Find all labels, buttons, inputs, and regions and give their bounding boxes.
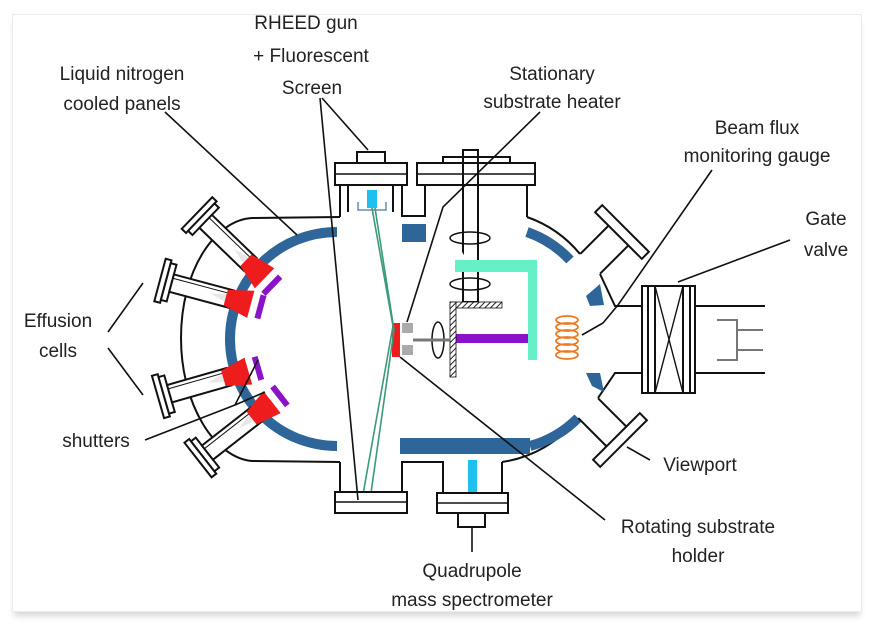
rheed-electron-beam — [361, 207, 395, 501]
substrate-holder — [392, 323, 400, 357]
holder-arm-vertical — [449, 301, 457, 378]
heater-bracket-side — [528, 260, 537, 360]
gate-port-neck — [597, 273, 642, 399]
label-substrate-holder: holder — [672, 546, 725, 567]
label-ln2-panels: Liquid nitrogen — [60, 64, 185, 85]
label-rheed: RHEED gun — [254, 13, 358, 34]
rotation-arrow-icon — [449, 231, 491, 245]
heater-flange-cap — [442, 156, 511, 164]
label-effusion-cells: cells — [39, 341, 77, 362]
substrate-heater — [455, 334, 528, 343]
cryo-panels — [225, 227, 582, 451]
cryo-panel-bottom-bar — [400, 438, 530, 454]
label-qms: Quadrupole — [422, 561, 521, 582]
rheed-gun-cap — [356, 151, 386, 164]
transfer-fork — [717, 319, 763, 361]
cryo-panel-top-block — [402, 224, 426, 242]
chamber-left-outline — [179, 216, 341, 463]
rheed-gun — [367, 190, 377, 208]
viewport-top — [579, 203, 651, 275]
label-viewport: Viewport — [663, 455, 737, 476]
label-shutters: shutters — [62, 431, 130, 452]
label-gate-valve: Gate — [805, 209, 846, 230]
label-flux-gauge: monitoring gauge — [684, 146, 831, 167]
heater-bracket-top — [455, 260, 537, 272]
leader-lines — [107, 97, 791, 552]
holder-block — [402, 345, 413, 355]
label-heater: Stationary — [509, 64, 595, 85]
rotation-arrow-icon — [449, 277, 491, 291]
label-substrate-holder: Rotating substrate — [621, 517, 775, 538]
label-flux-gauge: Beam flux — [715, 118, 800, 139]
label-gate-valve: valve — [804, 240, 848, 261]
chamber-right-outline-top — [526, 216, 581, 255]
label-rheed: Screen — [282, 78, 342, 99]
label-effusion-cells: Effusion — [24, 311, 92, 332]
top-neck-outline — [339, 185, 528, 217]
bottom-neck-outline — [339, 461, 503, 493]
label-qms: mass spectrometer — [391, 590, 553, 611]
cryo-panel-gate-top — [586, 284, 604, 306]
label-ln2-panels: cooled panels — [63, 94, 180, 115]
beam-flux-gauge-coil — [555, 315, 579, 360]
quadrupole-mass-spectrometer — [468, 460, 477, 492]
label-heater: substrate heater — [483, 92, 621, 113]
viewport-bottom — [577, 397, 649, 469]
holder-arm-horizontal — [449, 301, 503, 309]
gate-valve — [641, 285, 765, 394]
qms-cap — [457, 512, 486, 528]
figure-frame — [12, 14, 862, 612]
cryo-panel-gate-bottom — [586, 373, 604, 392]
holder-block — [402, 323, 413, 333]
label-rheed: + Fluorescent — [253, 46, 369, 67]
